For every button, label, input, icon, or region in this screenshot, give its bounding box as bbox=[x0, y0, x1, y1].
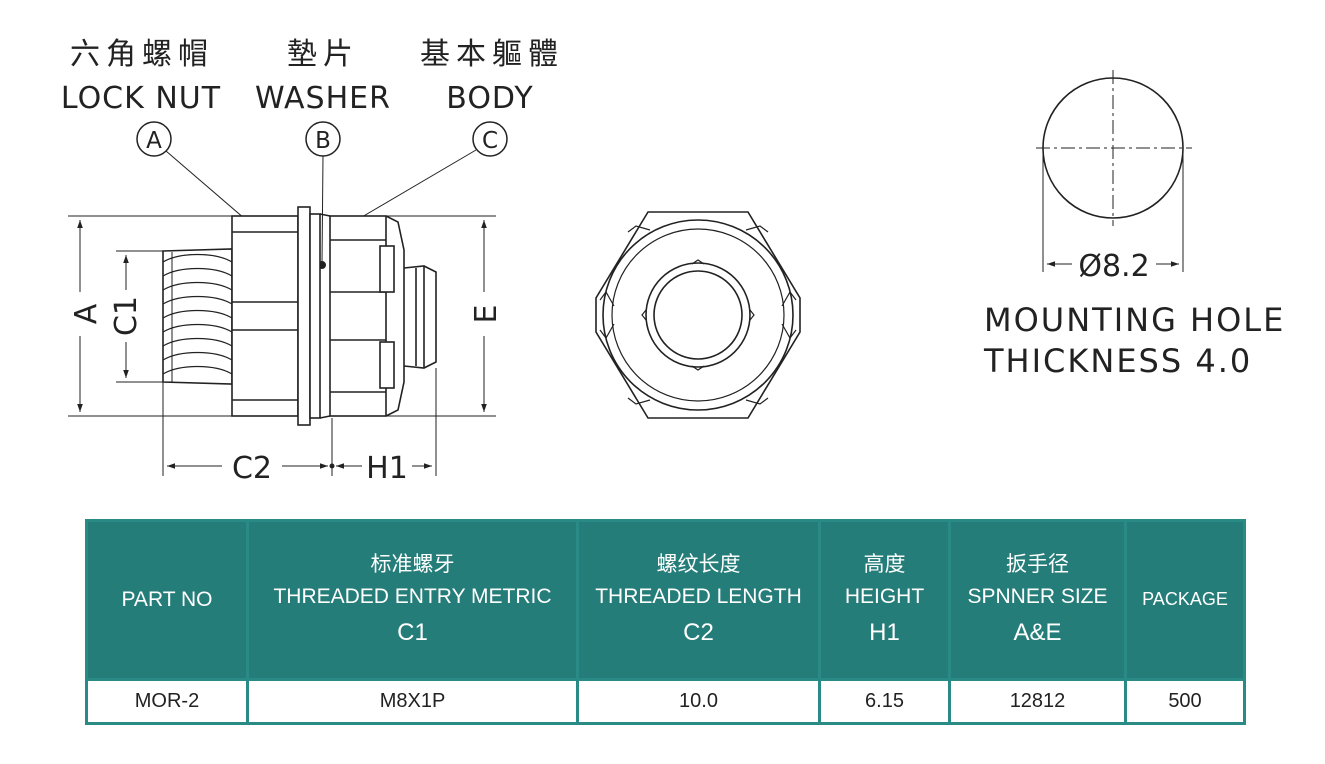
mounting-hole-label: MOUNTING HOLE bbox=[984, 301, 1285, 339]
mounting-hole bbox=[1036, 70, 1192, 272]
thread-outline bbox=[162, 248, 233, 385]
marker-b-text: B bbox=[315, 128, 331, 154]
lock-nut-label-en: LOCK NUT bbox=[61, 81, 221, 116]
technical-drawing: 六角螺帽 LOCK NUT 墊片 WASHER 基本軀體 BODY A B C bbox=[61, 37, 1285, 486]
body-outline bbox=[329, 215, 387, 417]
header-height-zh: 高度 bbox=[863, 552, 906, 576]
body-label-zh: 基本軀體 bbox=[420, 37, 564, 72]
marker-a bbox=[136, 121, 172, 157]
washer-label-en: WASHER bbox=[255, 81, 391, 116]
mounting-diameter-label: Ø8.2 bbox=[1078, 249, 1149, 284]
header-spanner-size: 扳手径 SPNNER SIZE A&E bbox=[948, 519, 1127, 681]
header-height: 高度 HEIGHT H1 bbox=[818, 519, 951, 681]
dim-c2-label: C2 bbox=[232, 451, 272, 486]
marker-c bbox=[472, 121, 508, 157]
header-part-no-en: PART NO bbox=[121, 587, 213, 611]
cell-height: 6.15 bbox=[818, 678, 951, 725]
header-height-en: HEIGHT bbox=[844, 585, 925, 609]
cell-part-no: MOR-2 bbox=[85, 678, 249, 725]
part-labels: 六角螺帽 LOCK NUT 墊片 WASHER 基本軀體 BODY bbox=[61, 37, 564, 116]
dim-e-label: E bbox=[469, 305, 504, 324]
header-package-en: PACKAGE bbox=[1142, 589, 1228, 610]
header-spanner-size-code: A&E bbox=[1013, 618, 1062, 646]
cell-threaded-length: 10.0 bbox=[576, 678, 821, 725]
side-view bbox=[162, 206, 437, 426]
header-threaded-entry-zh: 标准螺牙 bbox=[370, 552, 455, 576]
body-label-en: BODY bbox=[446, 81, 533, 116]
header-height-code: H1 bbox=[869, 618, 900, 646]
header-threaded-entry: 标准螺牙 THREADED ENTRY METRIC C1 bbox=[246, 519, 579, 681]
cell-package: 500 bbox=[1124, 678, 1246, 725]
header-threaded-length-zh: 螺纹长度 bbox=[656, 552, 741, 576]
bore-inner bbox=[653, 270, 743, 360]
spec-table: PART NO 标准螺牙 THREADED ENTRY METRIC C1 螺纹… bbox=[85, 519, 1246, 725]
spec-table-header-row: PART NO 标准螺牙 THREADED ENTRY METRIC C1 螺纹… bbox=[85, 519, 1246, 681]
mounting-thickness-label: THICKNESS 4.0 bbox=[983, 342, 1252, 380]
dim-a-label: A bbox=[69, 303, 104, 324]
header-threaded-length: 螺纹长度 THREADED LENGTH C2 bbox=[576, 519, 821, 681]
header-part-no: PART NO bbox=[85, 519, 249, 681]
dimension-lines bbox=[68, 215, 496, 476]
cell-spanner-size: 12812 bbox=[948, 678, 1127, 725]
lock-nut-label-zh: 六角螺帽 bbox=[70, 37, 214, 72]
dim-h1-label: H1 bbox=[366, 451, 408, 486]
header-threaded-entry-en: THREADED ENTRY METRIC bbox=[273, 585, 552, 609]
marker-c-text: C bbox=[482, 128, 498, 154]
washer-label-zh: 墊片 bbox=[287, 37, 359, 72]
header-threaded-length-en: THREADED LENGTH bbox=[595, 585, 802, 609]
header-threaded-entry-code: C1 bbox=[397, 618, 428, 646]
marker-a-text: A bbox=[146, 128, 162, 154]
cell-threaded-entry: M8X1P bbox=[246, 678, 579, 725]
table-row: MOR-2 M8X1P 10.0 6.15 12812 500 bbox=[85, 678, 1246, 725]
header-threaded-length-code: C2 bbox=[683, 618, 714, 646]
dim-c1-label: C1 bbox=[109, 296, 144, 336]
callout-markers bbox=[136, 121, 508, 157]
lock-nut-outline bbox=[231, 215, 299, 417]
washer-outline bbox=[297, 206, 311, 426]
header-package: PACKAGE bbox=[1124, 519, 1246, 681]
front-view bbox=[595, 211, 801, 419]
header-spanner-size-en: SPNNER SIZE bbox=[967, 585, 1108, 609]
header-spanner-size-zh: 扳手径 bbox=[1006, 552, 1069, 576]
